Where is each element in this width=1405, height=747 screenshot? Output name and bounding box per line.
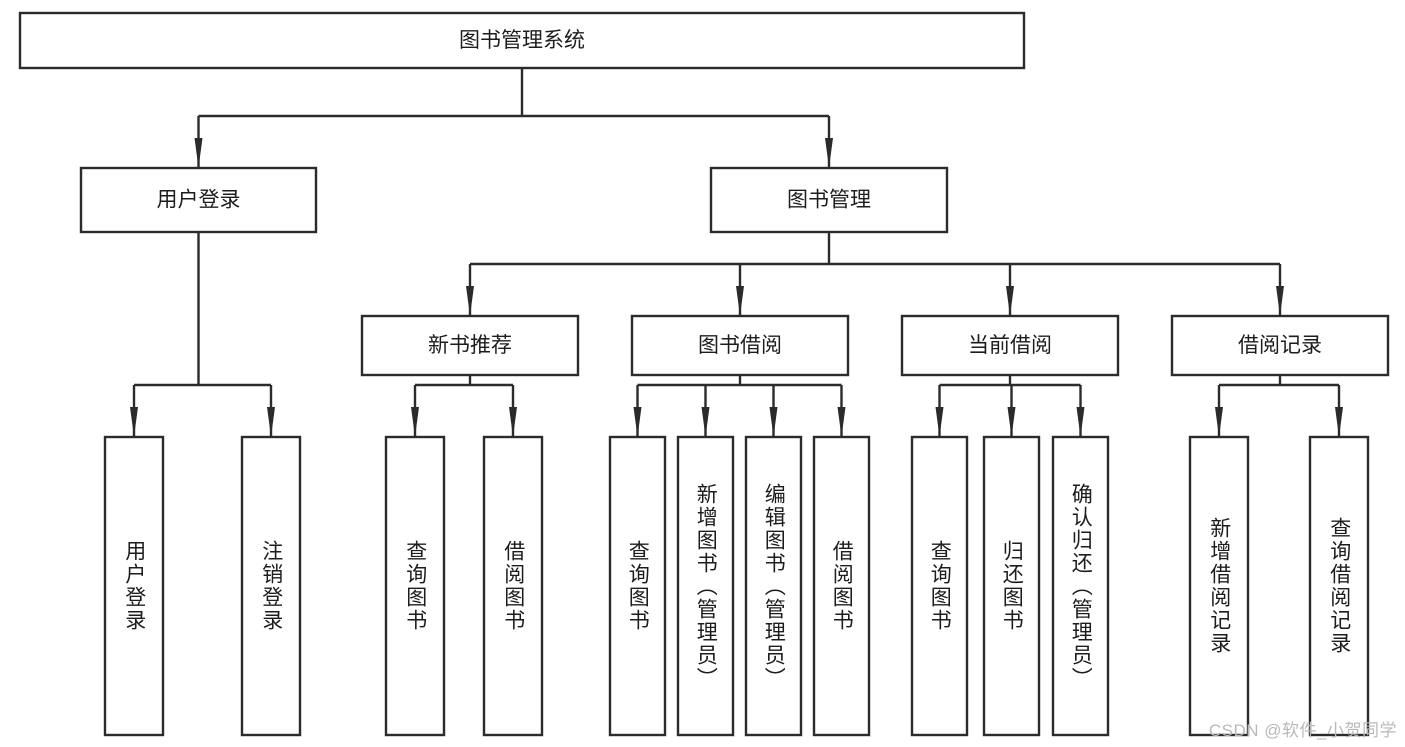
node-box-leaf-borrow-book-1[interactable] [482, 435, 544, 737]
arrow-head-icon [194, 138, 203, 168]
node-box-leaf-return-book[interactable] [982, 435, 1041, 737]
node-label-root: 图书管理系统 [459, 29, 585, 52]
arrow-head-icon [633, 407, 642, 437]
arrow-head-icon [509, 407, 517, 437]
node-box-current-borrow[interactable] [900, 314, 1120, 377]
node-box-book-borrow[interactable] [630, 314, 850, 377]
node-box-new-book-recommend[interactable] [360, 314, 580, 377]
node-box-leaf-borrow-book-2[interactable] [812, 435, 871, 737]
arrow-head-icon [1276, 286, 1284, 316]
node-box-borrow-records[interactable] [1170, 314, 1390, 377]
arrow-head-icon [411, 407, 419, 437]
node-box-leaf-query-book-1[interactable] [384, 435, 446, 737]
node-boxes [18, 11, 1390, 737]
arrow-head-icon [769, 407, 778, 437]
node-box-leaf-user-login[interactable] [103, 435, 165, 737]
node-box-leaf-query-record[interactable] [1308, 435, 1370, 737]
node-box-leaf-edit-book[interactable] [744, 435, 803, 737]
node-box-user-login[interactable] [79, 166, 318, 234]
node-label-book-management: 图书管理 [787, 189, 871, 212]
node-box-leaf-query-book-2[interactable] [608, 435, 667, 737]
node-label-book-borrow: 图书借阅 [698, 334, 782, 357]
node-box-leaf-confirm-return[interactable] [1051, 435, 1110, 737]
arrow-head-icon [935, 407, 944, 437]
arrow-head-icon [837, 407, 846, 437]
arrow-head-icon [1007, 407, 1016, 437]
arrow-head-icon [466, 286, 474, 316]
node-box-leaf-query-book-3[interactable] [910, 435, 969, 737]
arrow-head-icon [1215, 407, 1223, 437]
arrow-head-icon [267, 407, 275, 437]
arrow-head-icon [701, 407, 710, 437]
arrow-head-icon [1076, 407, 1085, 437]
node-box-book-management[interactable] [709, 166, 949, 234]
node-label-user-login: 用户登录 [157, 189, 241, 212]
arrow-head-icon [736, 286, 744, 316]
node-box-leaf-add-book[interactable] [676, 435, 735, 737]
node-box-root[interactable] [18, 11, 1026, 70]
node-box-leaf-user-logout[interactable] [240, 435, 302, 737]
node-label-borrow-records: 借阅记录 [1238, 334, 1322, 357]
node-box-leaf-add-record[interactable] [1188, 435, 1250, 737]
node-label-current-borrow: 当前借阅 [968, 334, 1052, 357]
arrow-head-icon [1006, 286, 1014, 316]
watermark-text: CSDN @软件_小贺同学 [1208, 721, 1397, 740]
arrow-head-icon [130, 407, 138, 437]
arrow-head-icon [825, 138, 833, 168]
connector-lines [130, 68, 1343, 437]
arrow-head-icon [1335, 407, 1343, 437]
node-label-new-book-recommend: 新书推荐 [428, 334, 512, 357]
